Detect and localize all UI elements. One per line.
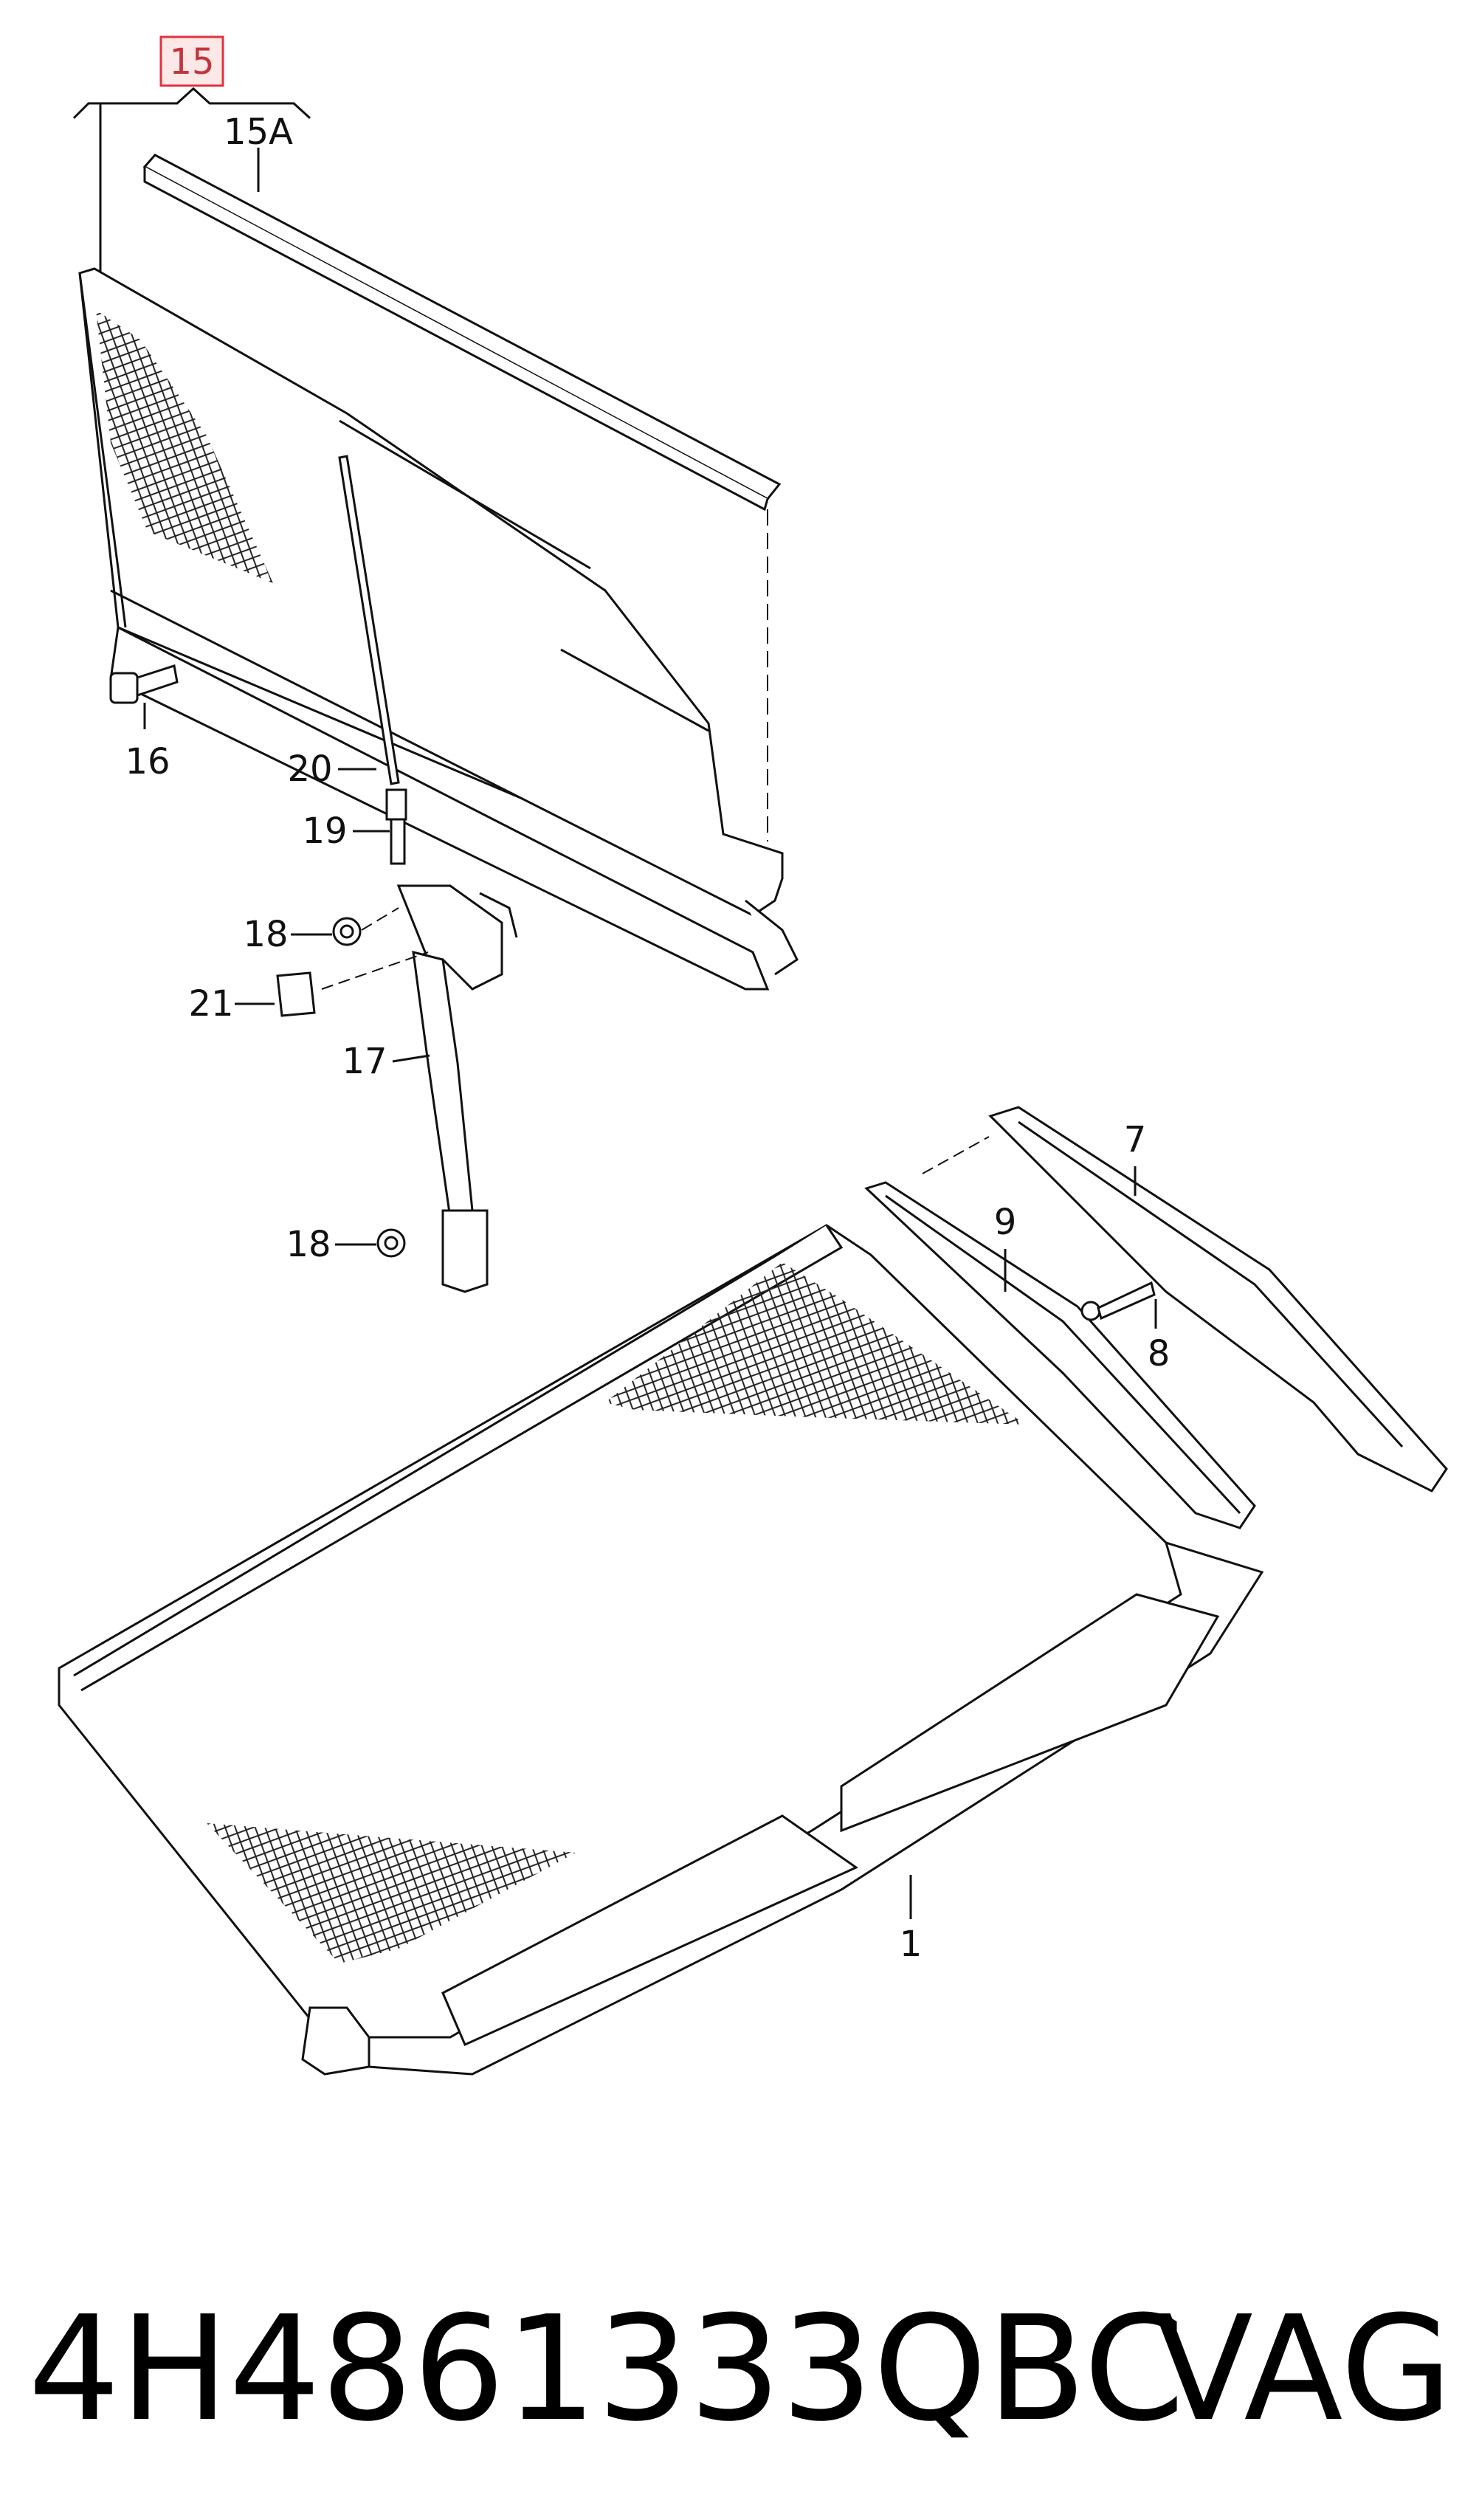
callout-15: 15 [169,41,214,83]
callout-8: 8 [1148,1333,1171,1374]
part-15-net-cassette [78,267,799,991]
callout-1: 1 [900,1924,923,1965]
part-19-spring [385,788,407,865]
part-15a-rail [142,154,782,512]
part-18-nut-lower [376,1228,406,1258]
leader-17 [392,1054,430,1063]
net-mesh-upper [96,310,273,583]
part-21-pad [276,971,316,1017]
callout-19: 19 [302,810,347,852]
callout-16: 16 [125,741,170,782]
part-7-trim-strip [988,1106,1448,1493]
callout-7: 7 [1124,1119,1147,1160]
callout-18-upper: 18 [243,914,288,955]
part-number-footer: 4H4861333QBC VAG [28,2259,1452,2480]
callout-20: 20 [287,748,332,790]
callout-18-lower: 18 [286,1224,331,1265]
net-mesh-lower-bottom [207,1823,576,1963]
brand-label: VAG [1154,2285,1452,2454]
guide-line-18-upper [361,907,399,931]
part-1-end-cap [301,2006,370,2076]
part-20-rod [338,455,400,785]
guide-line-9 [922,1136,990,1174]
part-17-guide-rail [396,884,518,1293]
callout-21: 21 [188,983,233,1025]
part-9-trim-strip [864,1181,1256,1529]
callout-9: 9 [994,1202,1017,1243]
callout-15-bracket [72,86,311,273]
part-18-nut-upper [332,917,362,946]
net-mesh-lower-top [605,1262,1026,1425]
callout-15a: 15A [224,111,293,153]
callout-17: 17 [342,1041,387,1082]
part-8-clip [1080,1281,1156,1321]
guide-line-21 [321,951,429,990]
callout-15-box [159,35,224,87]
part-16-bolt [109,664,179,704]
part-number: 4H4861333QBC [28,2285,1185,2454]
